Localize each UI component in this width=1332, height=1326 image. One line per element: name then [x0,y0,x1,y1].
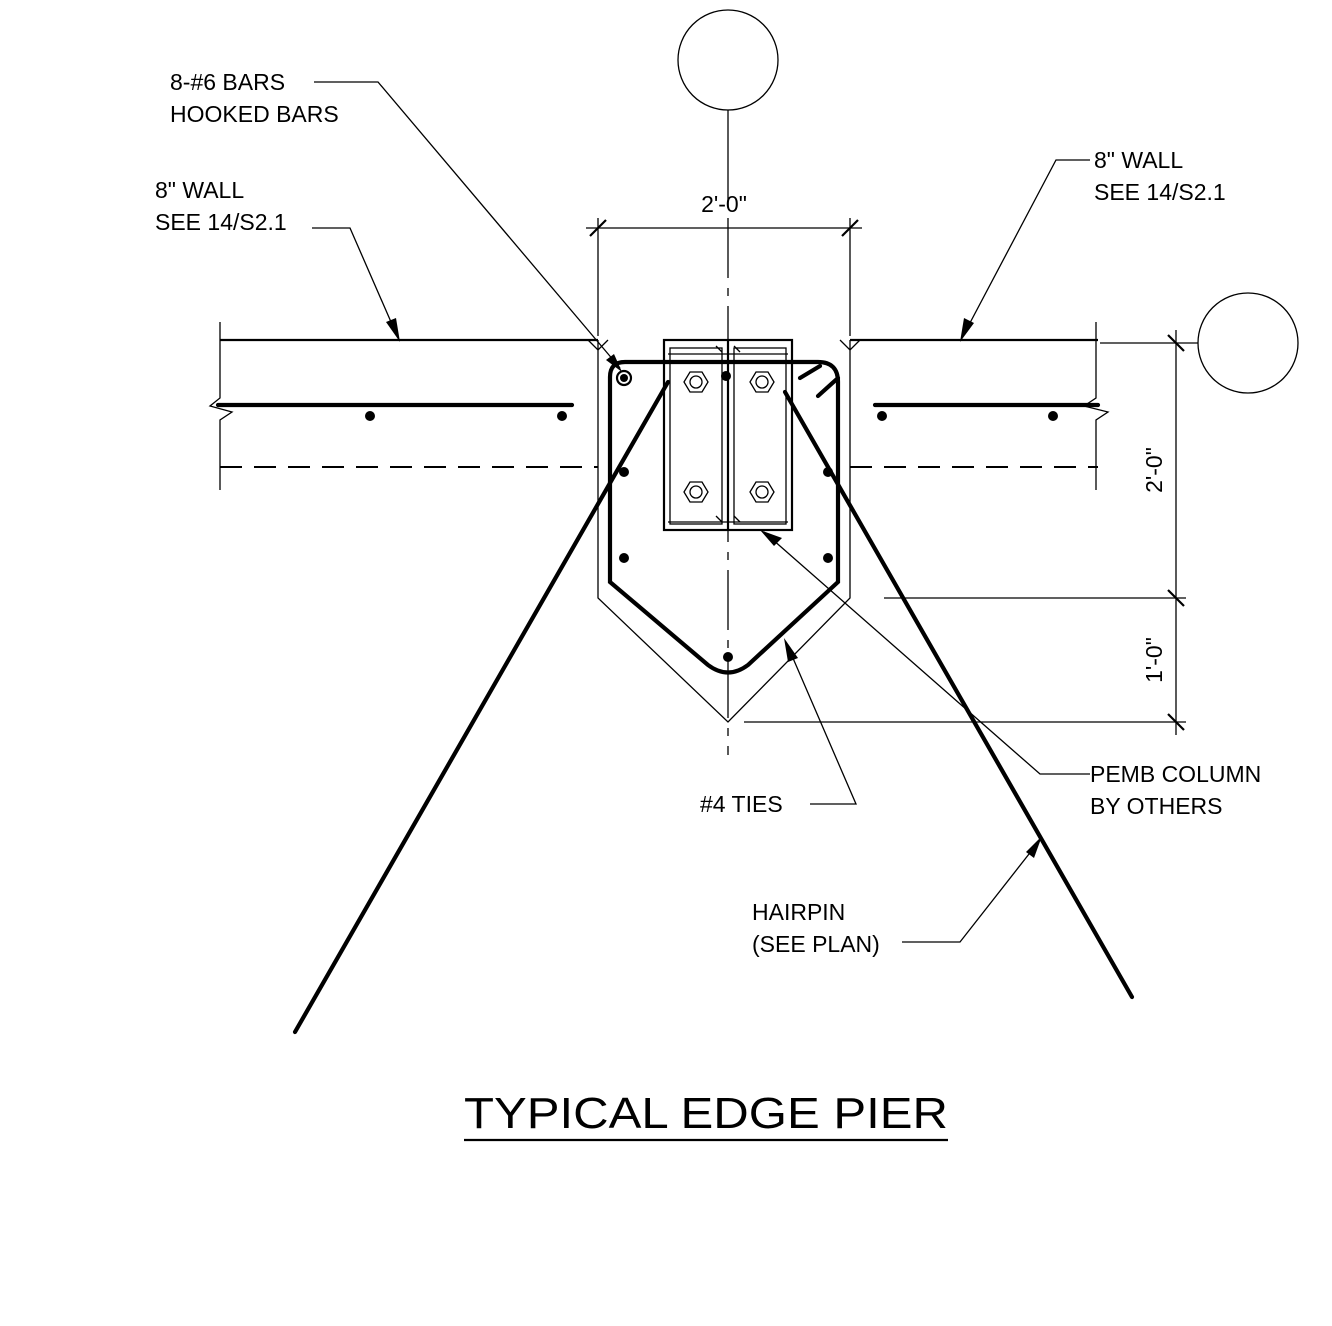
svg-text:SEE 14/S2.1: SEE 14/S2.1 [1094,179,1226,205]
hairpin-bars [292,379,1135,1035]
dimension-pier-width: 2'-0" [586,191,862,336]
svg-text:8" WALL: 8" WALL [1094,147,1183,173]
leader-left-wall: 8" WALL SEE 14/S2.1 [155,177,400,342]
grid-bubble-top [677,9,779,208]
svg-text:#4 TIES: #4 TIES [700,791,783,817]
svg-text:8-#6 BARS: 8-#6 BARS [170,69,285,95]
svg-text:HOOKED BARS: HOOKED BARS [170,101,339,127]
anchor-bolts [683,371,775,503]
leader-hairpin: HAIRPIN (SEE PLAN) [752,836,1042,957]
detail-title: TYPICAL EDGE PIER [464,1089,948,1142]
dimension-pier-depth: 2'-0" 1'-0" [744,330,1186,735]
dimension-pier-width-text: 2'-0" [701,191,747,217]
grid-bubble-right [1100,292,1299,394]
dimension-pier-point-text: 1'-0" [1141,637,1167,683]
svg-text:SEE 14/S2.1: SEE 14/S2.1 [155,209,287,235]
left-wall [208,322,598,490]
right-wall [850,322,1110,490]
vertical-bars [615,369,833,662]
svg-text:TYPICAL EDGE PIER: TYPICAL EDGE PIER [464,1089,948,1138]
pemb-column [662,338,794,532]
leader-ties: #4 TIES [700,638,857,817]
svg-text:8" WALL: 8" WALL [155,177,244,203]
svg-text:(SEE PLAN): (SEE PLAN) [752,931,880,957]
ties-stirrup [607,359,841,675]
svg-text:HAIRPIN: HAIRPIN [752,899,845,925]
dimension-pier-depth-text: 2'-0" [1141,447,1167,493]
leader-hooked-bars: 8-#6 BARS HOOKED BARS [170,69,622,372]
leader-right-wall: 8" WALL SEE 14/S2.1 [960,147,1226,342]
svg-text:BY OTHERS: BY OTHERS [1090,793,1223,819]
leader-pemb-column: PEMB COLUMN BY OTHERS [760,530,1261,819]
pier-outline [587,339,861,723]
svg-text:PEMB COLUMN: PEMB COLUMN [1090,761,1261,787]
